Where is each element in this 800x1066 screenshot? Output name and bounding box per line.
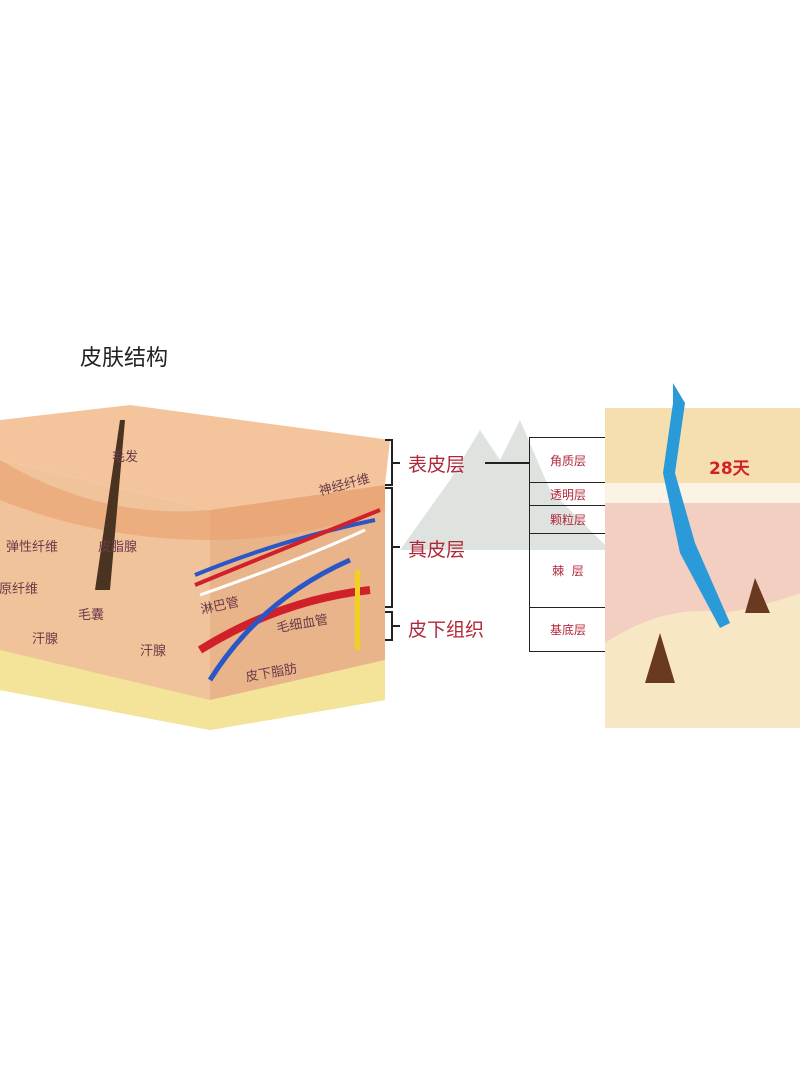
skin-block-illustration (0, 405, 390, 730)
label-sweat-gland: 汗腺 (32, 632, 59, 647)
label-sweat-gland: 汗腺 (140, 644, 167, 659)
label-collagen-fiber: 胶原纤维 (0, 582, 39, 597)
brace-dermis (385, 487, 400, 608)
layer-hypodermis: 皮下组织 (408, 619, 485, 641)
label-elastic-fiber: 弹性纤维 (6, 540, 59, 555)
layer-epidermis: 表皮层 (408, 454, 466, 476)
cell-migration-path (663, 383, 730, 628)
layer-braces (385, 439, 530, 641)
brace-hypodermis (385, 611, 400, 641)
sublayer-stratum-granulosum: 颗粒层 (530, 505, 606, 533)
brace-epidermis (385, 439, 400, 486)
sublayer-table: 角质层 透明层 颗粒层 棘 层 基底层 (529, 437, 606, 652)
sublayer-stratum-lucidum: 透明层 (530, 482, 606, 505)
cycle-days-label: 28天 (709, 459, 750, 479)
label-sebaceous-gland: 皮脂腺 (98, 540, 138, 555)
layer-dermis: 真皮层 (408, 539, 466, 561)
sublayer-stratum-corneum: 角质层 (530, 437, 606, 482)
mountain-watermark (400, 420, 610, 550)
sublayer-stratum-spinosum: 棘 层 (530, 533, 606, 607)
label-hair-follicle: 毛囊 (78, 608, 105, 623)
page-title: 皮肤结构 (80, 346, 169, 371)
sublayer-stratum-basale: 基底层 (530, 607, 606, 651)
epidermis-closeup-illustration (605, 383, 800, 728)
label-hair: 毛发 (112, 450, 139, 465)
